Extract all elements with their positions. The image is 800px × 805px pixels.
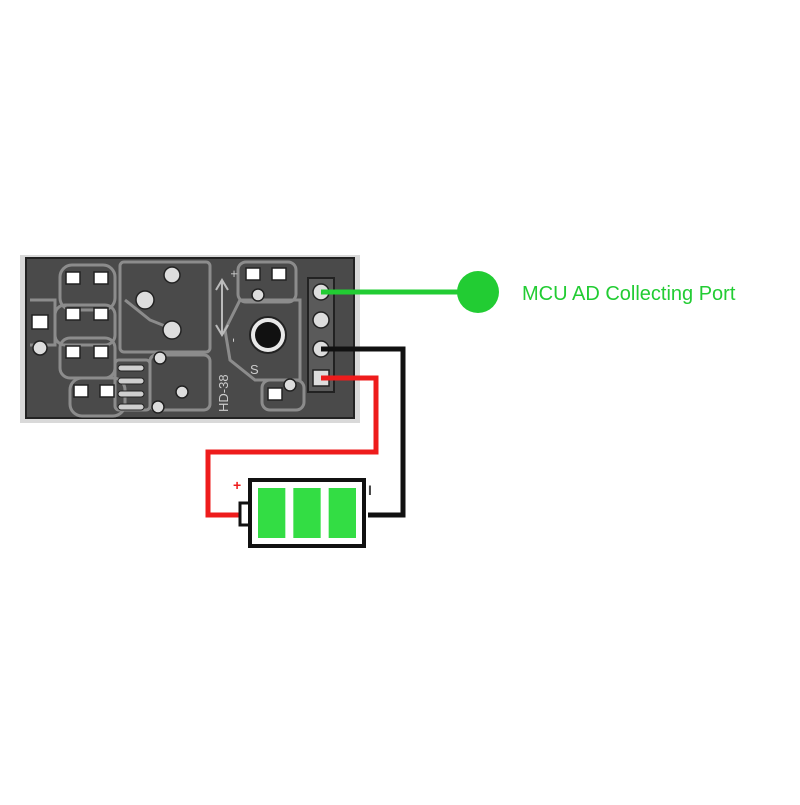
battery-cell <box>293 488 321 538</box>
silkscreen-model: HD-38 <box>216 374 231 412</box>
positive-wire <box>205 375 379 518</box>
silkscreen-arrow <box>215 278 229 337</box>
potentiometer <box>249 316 287 354</box>
battery-plus-label: + <box>233 477 241 493</box>
sensor-board: HD-38 S + - <box>20 255 360 423</box>
mcu-port-label: MCU AD Collecting Port <box>522 283 736 305</box>
battery-cell <box>258 488 286 538</box>
silkscreen-minus-mark: - <box>227 338 242 342</box>
round-pads <box>32 266 297 414</box>
pin-header <box>307 277 335 393</box>
pin-nc <box>312 311 330 329</box>
battery-cell <box>328 488 356 538</box>
silkscreen-plus-mark: + <box>227 270 242 278</box>
smd-components <box>31 267 287 401</box>
battery: + I <box>233 477 372 548</box>
battery-cells <box>258 488 356 538</box>
negative-wire <box>321 346 406 518</box>
silkscreen-signal-mark: S <box>250 362 259 377</box>
mcu-port-dot <box>457 271 499 313</box>
resistor-array <box>117 364 145 411</box>
battery-minus-label: I <box>368 482 372 498</box>
wires <box>205 289 478 518</box>
